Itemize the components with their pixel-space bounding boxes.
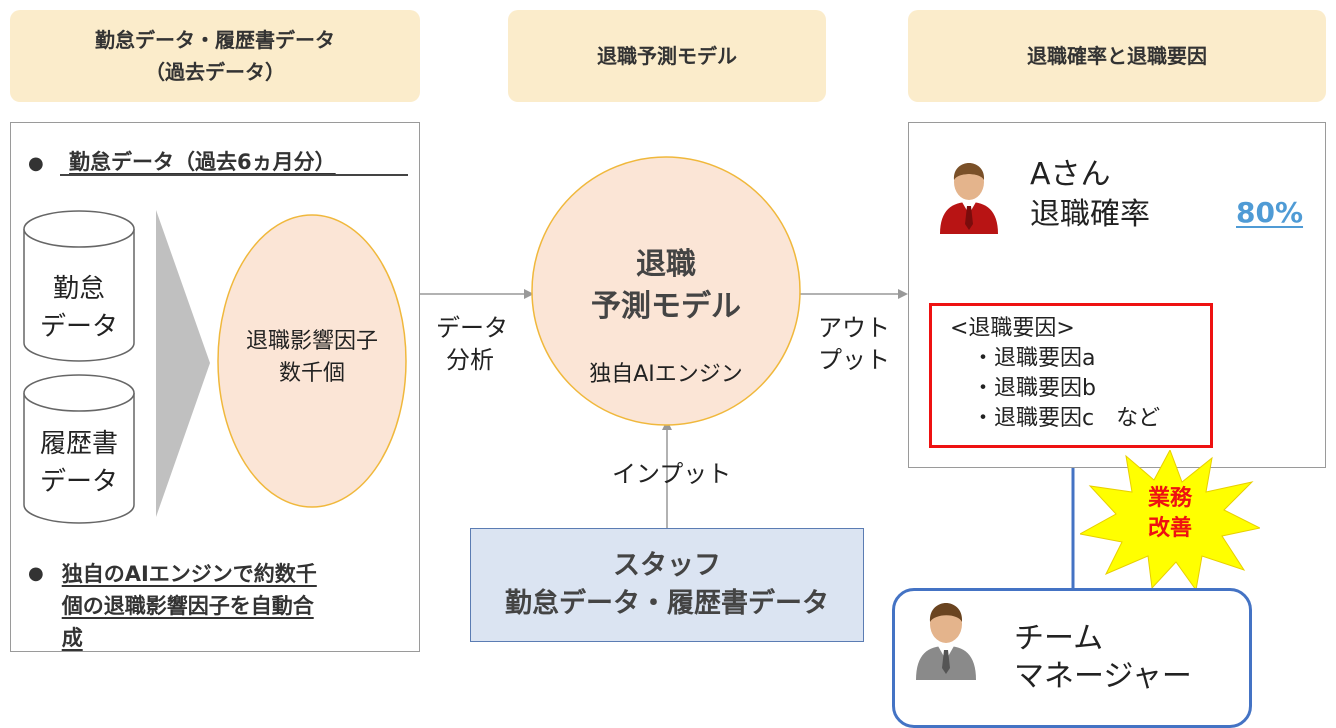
cylinder-attendance-label: 勤怠 データ <box>24 270 134 346</box>
factor-a: ・退職要因a <box>972 346 1096 371</box>
factor-oval <box>217 214 407 508</box>
header-model-label: 退職予測モデル <box>597 44 737 68</box>
label-output-line1: アウト <box>818 314 890 342</box>
data-cylinders <box>23 210 210 524</box>
model-engine-label: 独自AIエンジン <box>589 362 743 387</box>
header-result: 退職確率と退職要因 <box>908 10 1326 102</box>
probability-value: 80% <box>1236 196 1304 229</box>
bullet-underline <box>60 174 408 176</box>
header-model: 退職予測モデル <box>508 10 826 102</box>
label-data-analysis-line1: データ <box>436 314 508 342</box>
cylinder-icon <box>23 210 135 362</box>
manager-line2: マネージャー <box>1014 659 1192 694</box>
bullet-attendance-text: 勤怠データ（過去6ヵ月分） <box>69 150 336 174</box>
header-past-data-line1: 勤怠データ・履歴書データ <box>95 28 335 52</box>
manager-label: チーム マネージャー <box>1014 620 1192 696</box>
cylinder-icon <box>23 374 135 524</box>
label-data-analysis: データ 分析 <box>436 312 508 376</box>
factor-title: <退職要因> <box>950 316 1075 341</box>
probability-label: 退職確率 <box>1030 197 1150 232</box>
model-title-line1: 退職 <box>636 247 696 282</box>
header-past-data-line2: （過去データ） <box>145 60 285 84</box>
header-past-data: 勤怠データ・履歴書データ （過去データ） <box>10 10 420 102</box>
manager-line1: チーム <box>1014 621 1104 656</box>
cylinder-attendance-line2: データ <box>39 312 118 342</box>
staff-data-line2: 勤怠データ・履歴書データ <box>505 588 829 619</box>
model-title: 退職 予測モデル <box>530 244 802 328</box>
bullet-dot: ● <box>28 153 44 174</box>
model-circle <box>531 156 801 426</box>
factor-oval-line2: 数千個 <box>278 361 345 386</box>
merge-arrow-shape <box>156 210 210 517</box>
model-title-line2: 予測モデル <box>591 289 741 324</box>
bullet-ai-line2: 個の退職影響因子を自動合 <box>61 594 314 618</box>
bullet-ai-engine: ● 独自のAIエンジンで約数千 個の退職影響因子を自動合 成 <box>28 558 317 654</box>
person-gray-suit-icon <box>916 603 976 680</box>
cylinder-resume-line2: データ <box>39 467 118 497</box>
burst-text: 業務 改善 <box>1128 484 1212 544</box>
cylinder-resume-line1: 履歴書 <box>39 429 118 459</box>
burst-line1: 業務 <box>1147 486 1192 511</box>
cylinder-attendance-line1: 勤怠 <box>52 274 105 304</box>
bullet-ai-line3: 成 <box>61 626 83 650</box>
factor-b: ・退職要因b <box>972 376 1096 401</box>
bullet-ai-line1: 独自のAIエンジンで約数千 <box>61 562 317 586</box>
bullet-attendance: ● 勤怠データ（過去6ヵ月分） <box>28 146 336 176</box>
label-input: インプット <box>612 460 732 488</box>
cylinder-resume-label: 履歴書 データ <box>24 425 134 501</box>
label-output: アウト プット <box>818 312 890 376</box>
staff-data-line1: スタッフ <box>613 550 721 581</box>
person-red-tie-icon <box>940 163 998 234</box>
factor-c: ・退職要因c など <box>972 406 1161 431</box>
label-output-line2: プット <box>818 346 890 374</box>
label-data-analysis-line2: 分析 <box>446 346 494 374</box>
factor-box: <退職要因> ・退職要因a ・退職要因b ・退職要因c など <box>929 303 1213 448</box>
staff-data-box: スタッフ 勤怠データ・履歴書データ <box>470 528 864 642</box>
bullet-dot: ● <box>28 563 44 584</box>
header-result-label: 退職確率と退職要因 <box>1027 44 1207 68</box>
factor-oval-line1: 退職影響因子 <box>245 329 378 354</box>
factor-oval-text: 退職影響因子 数千個 <box>212 326 412 390</box>
person-name: Aさん <box>1030 157 1111 192</box>
burst-line2: 改善 <box>1147 516 1192 541</box>
starburst-icon <box>1080 450 1260 590</box>
